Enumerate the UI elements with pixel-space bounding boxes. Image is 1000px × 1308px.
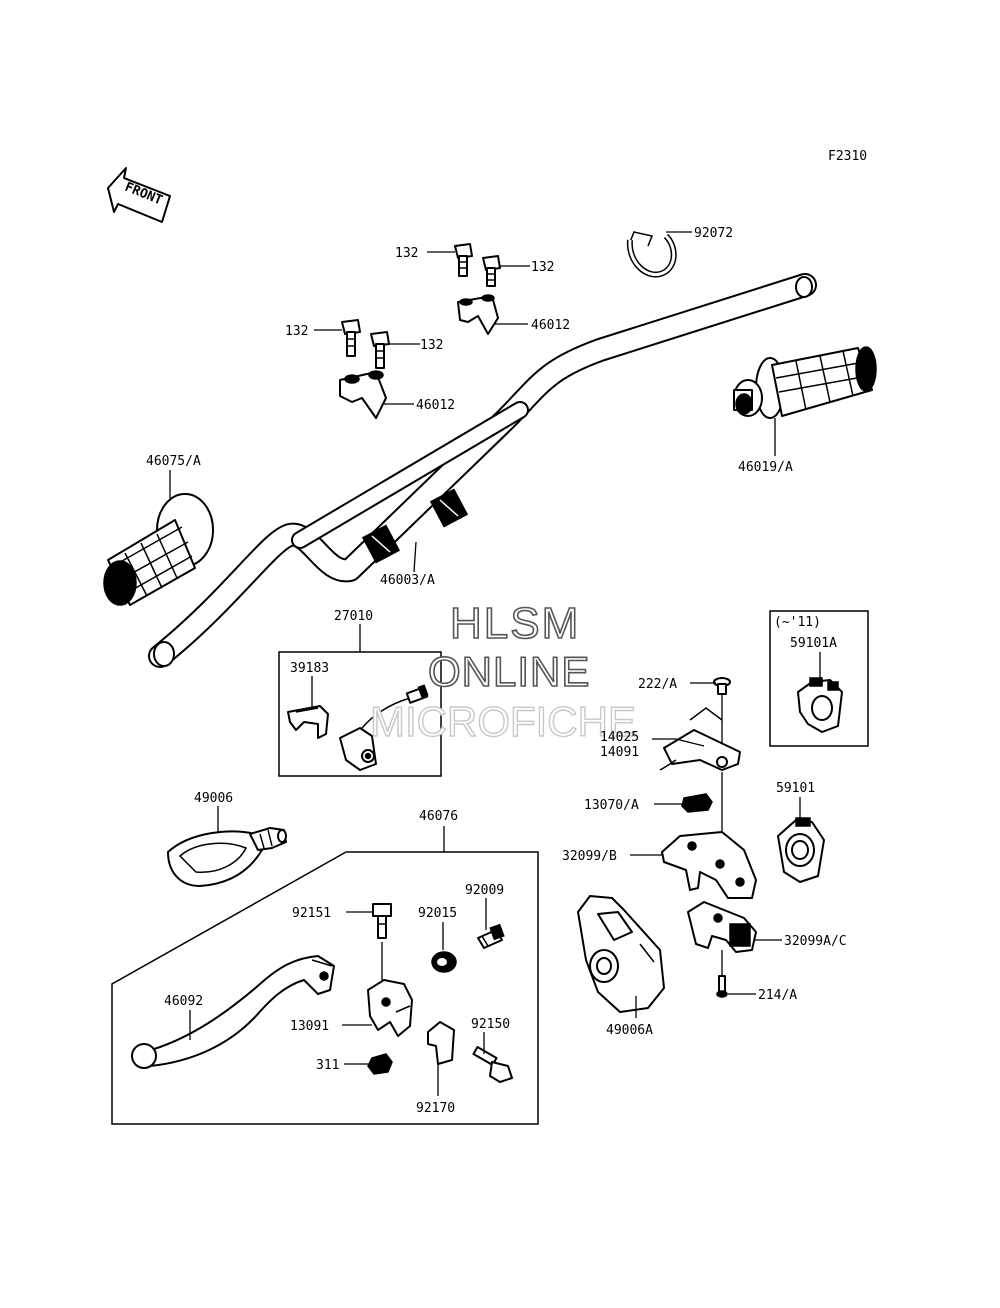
box-year-note xyxy=(769,610,869,747)
diagram-code: F2310 xyxy=(828,149,867,164)
handlebar xyxy=(148,273,817,668)
front-arrow-icon: FRONT xyxy=(107,167,171,223)
lever-46092 xyxy=(131,955,335,1069)
label-92151: 92151 xyxy=(292,906,331,921)
bolt-92150 xyxy=(472,1046,513,1083)
box-46076 xyxy=(111,851,539,1125)
label-49006: 49006 xyxy=(194,791,233,806)
housing-32099B xyxy=(661,831,757,899)
switch-27010 xyxy=(339,684,429,771)
label-27010: 27010 xyxy=(334,609,373,624)
screw-222A xyxy=(713,677,731,695)
guard-49006A xyxy=(577,895,665,1013)
label-46012-b: 46012 xyxy=(416,398,455,413)
nut-311 xyxy=(367,1053,393,1075)
bracket-13091 xyxy=(367,979,413,1037)
label-132-c: 132 xyxy=(285,324,308,339)
cover-59101A xyxy=(797,677,843,733)
bracket-39183 xyxy=(287,705,329,739)
clamp-46012-lower xyxy=(339,370,387,419)
nut-13070A xyxy=(681,793,713,813)
label-14091: 14091 xyxy=(600,745,639,760)
label-92072: 92072 xyxy=(694,226,733,241)
clamp-92170 xyxy=(427,1021,455,1065)
label-13070A: 13070/A xyxy=(584,798,639,813)
bolt-92151 xyxy=(372,903,392,939)
label-14025: 14025 xyxy=(600,730,639,745)
right-grip xyxy=(733,346,877,419)
label-46019A: 46019/A xyxy=(738,460,793,475)
label-year-note: (~'11) xyxy=(774,615,821,630)
bolt-132-c xyxy=(341,319,361,357)
label-46012-a: 46012 xyxy=(531,318,570,333)
label-92150: 92150 xyxy=(471,1017,510,1032)
label-46076: 46076 xyxy=(419,809,458,824)
label-222A: 222/A xyxy=(638,677,677,692)
hand-guard-49006 xyxy=(167,827,287,887)
label-32099B: 32099/B xyxy=(562,849,617,864)
watermark-line1: HLSM xyxy=(450,599,580,648)
watermark-line2: ONLINE xyxy=(428,648,590,695)
screw-214A xyxy=(716,975,728,998)
label-13091: 13091 xyxy=(290,1019,329,1034)
leader-lines xyxy=(169,231,821,1065)
watermark: HLSM ONLINE MICROFICHE xyxy=(369,598,636,746)
watermark-line3: MICROFICHE xyxy=(370,698,636,745)
label-214A: 214/A xyxy=(758,988,797,1003)
label-132-a: 132 xyxy=(395,246,418,261)
label-92170: 92170 xyxy=(416,1101,455,1116)
adjuster-92009 xyxy=(477,923,505,949)
handlebar-pad xyxy=(361,488,469,564)
label-92015: 92015 xyxy=(418,906,457,921)
cover-59101 xyxy=(777,817,825,883)
label-59101A: 59101A xyxy=(790,636,837,651)
label-59101: 59101 xyxy=(776,781,815,796)
label-311: 311 xyxy=(316,1058,339,1073)
bolt-132-d xyxy=(370,331,390,369)
adjuster-92015 xyxy=(431,951,457,973)
cable-guide-14025 xyxy=(659,729,741,771)
left-grip xyxy=(103,493,214,606)
cable-band-92072 xyxy=(626,231,677,278)
label-132-b: 132 xyxy=(531,260,554,275)
label-46092: 46092 xyxy=(164,994,203,1009)
housing-32099AC xyxy=(687,901,757,953)
label-46003A: 46003/A xyxy=(380,573,435,588)
label-39183: 39183 xyxy=(290,661,329,676)
label-132-d: 132 xyxy=(420,338,443,353)
clamp-46012-upper xyxy=(457,294,499,335)
label-92009: 92009 xyxy=(465,883,504,898)
label-49006A: 49006A xyxy=(606,1023,653,1038)
label-32099AC: 32099A/C xyxy=(784,934,847,949)
bolt-132-b xyxy=(482,255,501,287)
label-46075A: 46075/A xyxy=(146,454,201,469)
bolt-132-a xyxy=(454,243,473,277)
